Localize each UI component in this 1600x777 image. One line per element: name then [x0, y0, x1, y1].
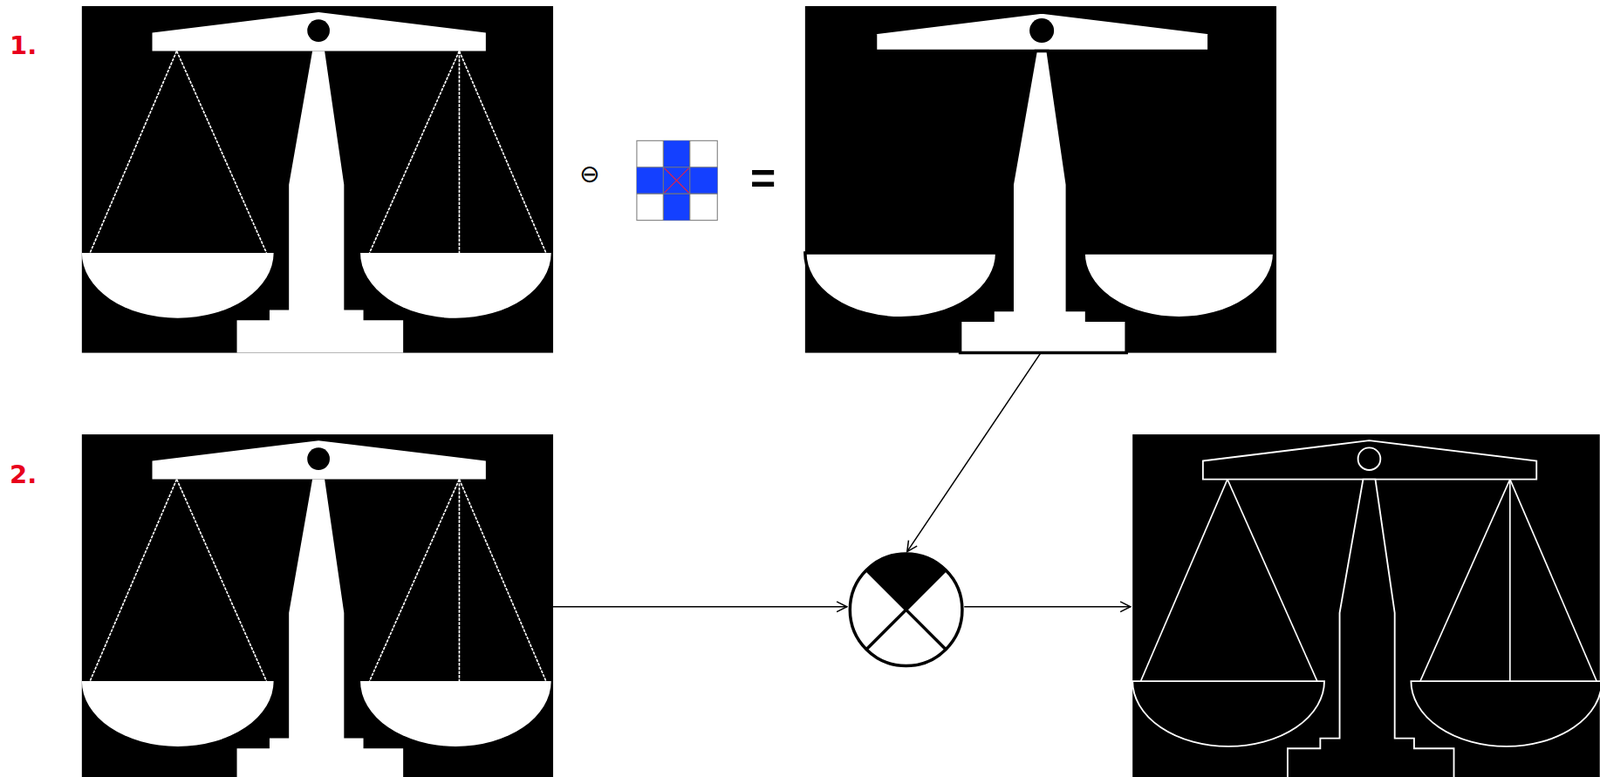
- structuring-element: [636, 140, 718, 220]
- original-image: [82, 6, 554, 354]
- step-number: 1.: [9, 33, 37, 59]
- operator-symbol: [849, 553, 963, 667]
- step-number: 2.: [9, 462, 37, 488]
- erosion-operator: ⊖: [579, 162, 600, 187]
- flow-arrow: [553, 353, 1131, 608]
- equals-sign: =: [750, 157, 776, 201]
- boundary-image: [1132, 434, 1600, 777]
- original-image: [82, 434, 554, 777]
- eroded-image: [805, 6, 1277, 354]
